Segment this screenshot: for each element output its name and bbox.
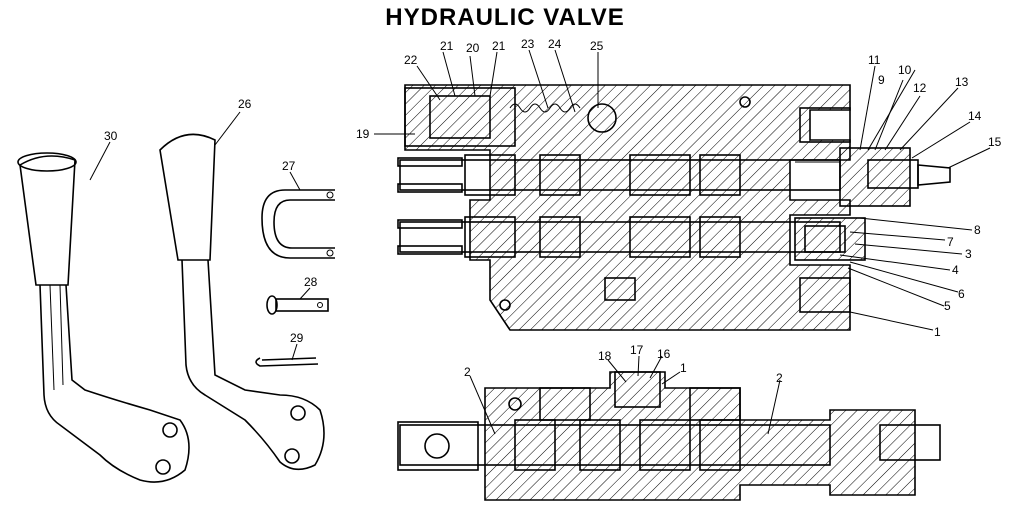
callout-5: 5 bbox=[944, 299, 951, 313]
callout-29: 29 bbox=[290, 331, 304, 345]
callout-21: 21 bbox=[492, 39, 506, 53]
callout-19: 19 bbox=[356, 127, 370, 141]
callout-11: 11 bbox=[868, 53, 881, 67]
diagram-title: HYDRAULIC VALVE bbox=[385, 4, 625, 31]
cotter-pin-29 bbox=[255, 357, 319, 367]
callout-26: 26 bbox=[238, 97, 252, 111]
callout-27: 27 bbox=[282, 159, 296, 173]
callout-12: 12 bbox=[913, 81, 927, 95]
valve-body-bottom-section bbox=[397, 371, 941, 501]
callout-9: 9 bbox=[878, 73, 885, 87]
callout-28: 28 bbox=[304, 275, 318, 289]
callout-6: 6 bbox=[958, 287, 965, 301]
lever-handle-30 bbox=[17, 152, 190, 483]
clevis-pin-28 bbox=[266, 295, 329, 315]
lever-handle-26 bbox=[159, 133, 325, 471]
callout-2: 2 bbox=[776, 371, 783, 385]
valve-body-top-section bbox=[397, 84, 951, 331]
callout-8: 8 bbox=[974, 223, 981, 237]
callout-21: 21 bbox=[440, 39, 454, 53]
callout-3: 3 bbox=[965, 247, 972, 261]
callout-30: 30 bbox=[104, 129, 118, 143]
callout-23: 23 bbox=[521, 37, 535, 51]
u-clip-27 bbox=[261, 189, 335, 259]
callout-numbers: 21 20 21 22 23 24 25 19 11 10 9 12 13 14… bbox=[104, 37, 1002, 385]
callout-15: 15 bbox=[988, 135, 1002, 149]
callout-2: 2 bbox=[464, 365, 471, 379]
callout-7: 7 bbox=[947, 235, 954, 249]
callout-10: 10 bbox=[898, 63, 912, 77]
callout-17: 17 bbox=[630, 343, 644, 357]
callout-25: 25 bbox=[590, 39, 604, 53]
leader-lines bbox=[89, 49, 991, 435]
callout-18: 18 bbox=[598, 349, 612, 363]
callout-13: 13 bbox=[955, 75, 969, 89]
callout-20: 20 bbox=[466, 41, 480, 55]
callout-22: 22 bbox=[404, 53, 418, 67]
callout-24: 24 bbox=[548, 37, 562, 51]
callout-1: 1 bbox=[934, 325, 941, 339]
callout-4: 4 bbox=[952, 263, 959, 277]
callout-1: 1 bbox=[680, 361, 687, 375]
callout-14: 14 bbox=[968, 109, 982, 123]
callout-16: 16 bbox=[657, 347, 671, 361]
